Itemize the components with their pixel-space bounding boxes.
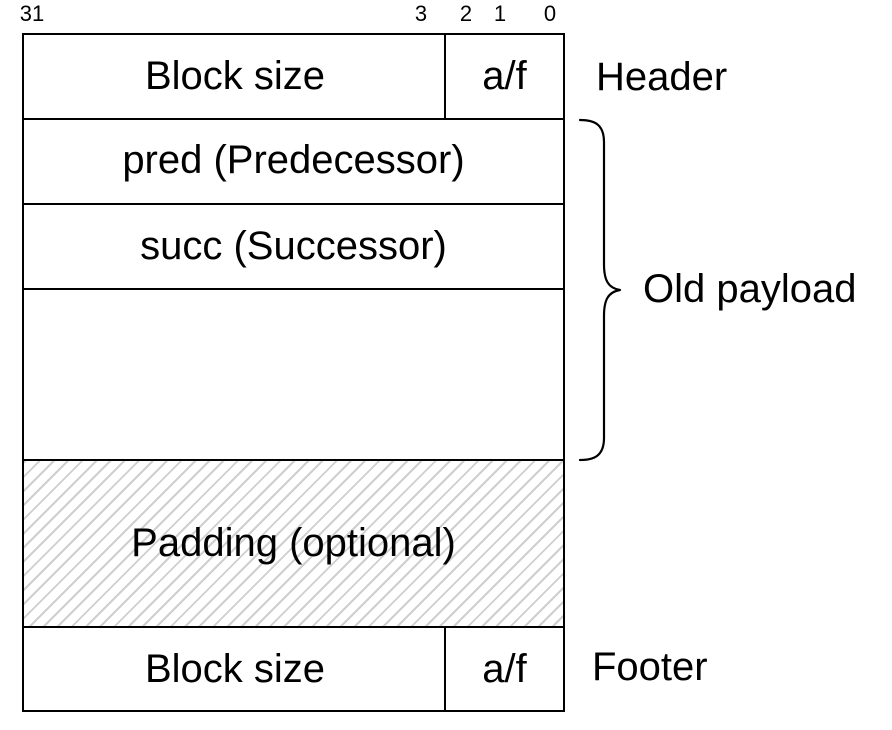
padding-text: Padding (optional) [131,521,456,565]
header-alloc-flag-cell: a/f [444,33,565,120]
bit-label-31: 31 [19,1,45,26]
bit-label-0: 0 [543,1,557,26]
header-label: Header [596,55,728,99]
payload-brace-icon [578,118,622,462]
footer-block-size-text: Block size [144,646,326,691]
footer-alloc-flag-text: a/f [482,646,527,691]
header-alloc-flag-text: a/f [482,54,527,98]
padding-cell: Padding (optional) [22,459,565,628]
footer-block-size-cell: Block size [22,626,446,712]
pred-cell: pred (Predecessor) [22,118,565,205]
header-block-size-text: Block size [144,54,326,98]
payload-remainder-cell [22,288,565,461]
succ-text: succ (Successor) [140,224,447,268]
bit-label-1: 1 [493,1,507,26]
header-block-size-cell: Block size [22,33,446,120]
footer-label: Footer [592,645,708,689]
pred-text: pred (Predecessor) [122,138,465,182]
succ-cell: succ (Successor) [22,203,565,290]
bit-label-3: 3 [414,1,428,26]
footer-alloc-flag-cell: a/f [444,626,565,712]
payload-label: Old payload [643,267,857,311]
bit-label-2: 2 [459,1,473,26]
